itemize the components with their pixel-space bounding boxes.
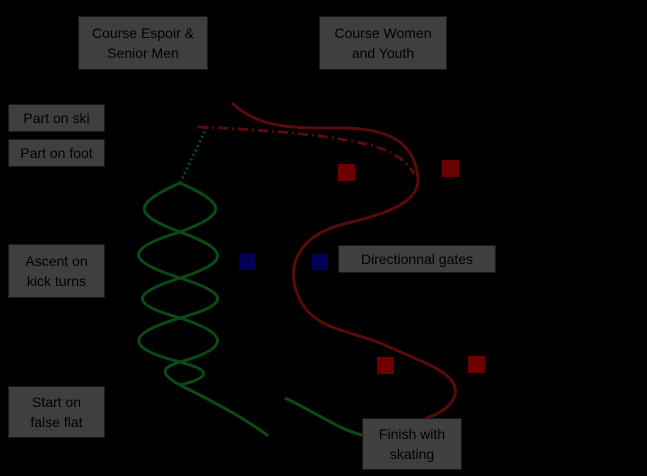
callout-course-women: Course Women and Youth (319, 16, 447, 70)
red-gate-2 (442, 160, 459, 191)
callout-finish: Finish with skating (362, 418, 462, 470)
green-finish-path (284, 396, 363, 437)
section-ascent: Ascent on kick turns (8, 244, 105, 298)
callout-directional-gates: Directionnal gates (338, 245, 496, 273)
dim-foot-label: 20/30 m (134, 146, 170, 157)
red-gate-4 (468, 356, 485, 387)
espoir-pointer (206, 67, 235, 108)
section-part-on-ski: Part on ski (8, 104, 105, 132)
red-dashdot-path (197, 125, 416, 175)
dim-finish-label: 10 m (322, 404, 344, 415)
section-part-on-foot: Part on foot (8, 139, 105, 167)
dim-top-label: 10 m (166, 112, 188, 123)
total-height-label: 80 m maximum (560, 263, 640, 275)
women-pointer (235, 67, 321, 128)
red-course-path (230, 101, 457, 422)
green-ascent-path-2 (141, 181, 219, 387)
green-start-path (179, 383, 269, 438)
section-start: Start on false flat (8, 386, 105, 438)
dim-start-label: 10/20 m (146, 404, 182, 415)
dim-ascent-label: 30/40 m (133, 274, 169, 285)
green-foot-path (178, 126, 209, 184)
callout-course-espoir: Course Espoir & Senior Men (78, 16, 208, 70)
blue-gate-1 (239, 254, 255, 284)
blue-gate-2 (312, 254, 328, 284)
red-gate-3 (377, 357, 394, 388)
red-gate-1 (338, 164, 355, 194)
